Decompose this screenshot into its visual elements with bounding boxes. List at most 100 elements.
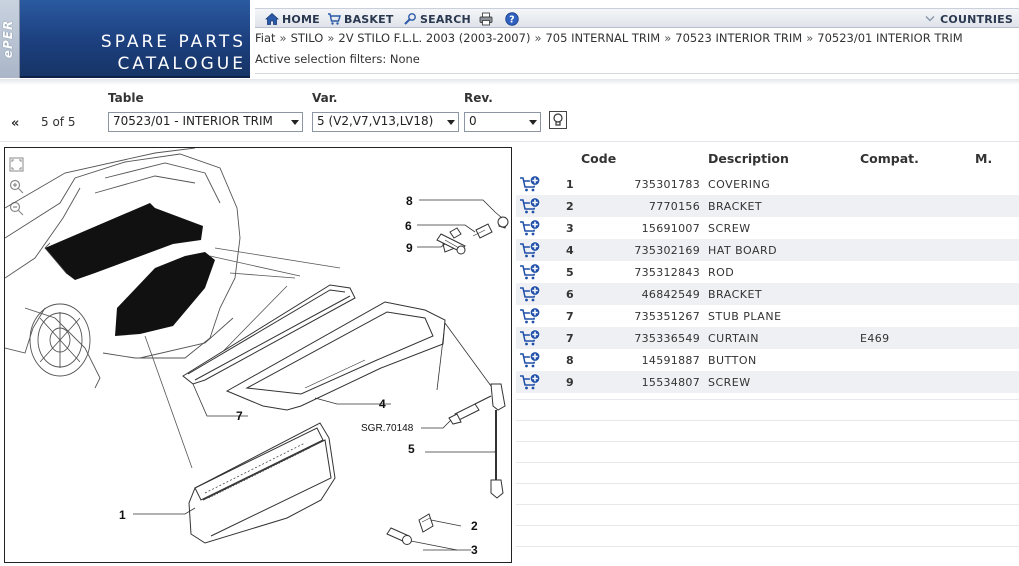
row-description: SCREW (708, 222, 751, 235)
row-position: 6 (566, 288, 574, 301)
row-position: 1 (566, 178, 574, 191)
variant-select[interactable]: 5 (V2,V7,V13,LV18) (312, 112, 459, 132)
column-header-code: Code (581, 151, 617, 166)
row-description: STUB PLANE (708, 310, 782, 323)
callout-numbers: 1 2 3 4 5 6 7 8 9 (119, 194, 478, 557)
add-to-basket-icon[interactable] (519, 351, 541, 369)
exploded-parts-drawing[interactable]: 1 2 3 4 5 6 7 8 9 SGR.70148 (4, 147, 512, 563)
breadcrumb-separator: » (806, 31, 814, 45)
print-button[interactable] (479, 11, 496, 27)
table-empty-gridline (516, 483, 1019, 484)
breadcrumb-separator: » (327, 31, 335, 45)
countries-dropdown[interactable]: COUNTRIES (925, 11, 1013, 27)
breadcrumb-item-make[interactable]: Fiat (255, 31, 276, 45)
table-row[interactable]: 3 15691007 SCREW (516, 217, 1019, 239)
table-row[interactable]: 1 735301783 COVERING (516, 173, 1019, 195)
table-row[interactable]: 7 735351267 STUB PLANE (516, 305, 1019, 327)
nav-home-link[interactable]: HOME (265, 11, 320, 27)
row-part-code[interactable]: 735336549 (634, 332, 700, 345)
callout-2[interactable]: 2 (471, 519, 478, 533)
add-to-basket-icon[interactable] (519, 197, 541, 215)
row-description: COVERING (708, 178, 771, 191)
callout-9[interactable]: 9 (406, 241, 413, 255)
row-part-code[interactable]: 735312843 (634, 266, 700, 279)
callout-5[interactable]: 5 (408, 442, 415, 456)
row-part-code[interactable]: 14591887 (641, 354, 700, 367)
table-empty-gridline (516, 420, 1019, 421)
row-part-code[interactable]: 735351267 (634, 310, 700, 323)
row-part-code[interactable]: 15534807 (641, 376, 700, 389)
breadcrumb-item-version[interactable]: 2V STILO F.L.L. 2003 (2003-2007) (338, 31, 531, 45)
rev-select-label: Rev. (464, 91, 493, 105)
drawing-reference-code: SGR.70148 (361, 423, 414, 434)
add-to-basket-icon[interactable] (519, 263, 541, 281)
search-icon (404, 13, 416, 25)
add-to-basket-icon[interactable] (519, 285, 541, 303)
cargo-cover-silhouette (115, 252, 215, 336)
add-to-basket-icon[interactable] (519, 373, 541, 391)
callout-7[interactable]: 7 (236, 409, 243, 423)
row-position: 7 (566, 310, 574, 323)
table-empty-gridline (516, 441, 1019, 442)
header-divider (255, 73, 1019, 74)
previous-table-button[interactable]: « (11, 116, 20, 131)
row-part-code[interactable]: 7770156 (648, 200, 700, 213)
table-select[interactable]: 70523/01 - INTERIOR TRIM (108, 112, 303, 132)
row-description: HAT BOARD (708, 244, 778, 257)
active-filters-text: Active selection filters: None (255, 52, 420, 66)
breadcrumb: Fiat»STILO»2V STILO F.L.L. 2003 (2003-20… (255, 31, 1019, 49)
rod-part (490, 383, 506, 499)
callout-1[interactable]: 1 (119, 508, 126, 522)
callout-4[interactable]: 4 (379, 397, 386, 411)
add-to-basket-icon[interactable] (519, 241, 541, 259)
row-part-code[interactable]: 15691007 (641, 222, 700, 235)
breadcrumb-item-subgroup[interactable]: 70523 INTERIOR TRIM (675, 31, 803, 45)
nav-search-link[interactable]: SEARCH (403, 11, 471, 27)
callout-8[interactable]: 8 (406, 194, 413, 208)
selector-row-divider (0, 141, 1019, 142)
row-description: SCREW (708, 376, 751, 389)
add-to-basket-icon[interactable] (519, 219, 541, 237)
variant-select-value: 5 (V2,V7,V13,LV18) (317, 114, 434, 128)
help-button[interactable]: ? (505, 11, 522, 27)
car-outline (5, 148, 241, 389)
table-row[interactable]: 9 15534807 SCREW (516, 371, 1019, 393)
callout-6[interactable]: 6 (405, 219, 412, 233)
breadcrumb-item-group[interactable]: 705 INTERNAL TRIM (545, 31, 661, 45)
callout-3[interactable]: 3 (471, 543, 478, 557)
nav-basket-link[interactable]: BASKET (327, 11, 394, 27)
table-empty-gridline (516, 399, 1019, 400)
add-to-basket-icon[interactable] (519, 175, 541, 193)
nav-countries-label: COUNTRIES (940, 12, 1013, 26)
row-part-code[interactable]: 735301783 (634, 178, 700, 191)
row-position: 8 (566, 354, 574, 367)
row-position: 3 (566, 222, 574, 235)
nav-basket-label: BASKET (344, 12, 394, 26)
logo-title-line2: CATALOGUE (117, 54, 246, 74)
row-position: 9 (566, 376, 574, 389)
hat-board-silhouette (45, 203, 203, 280)
add-to-basket-icon[interactable] (519, 329, 541, 347)
row-description: BRACKET (708, 288, 763, 301)
row-description: BRACKET (708, 200, 763, 213)
fit-view-icon[interactable] (9, 157, 24, 172)
revision-select[interactable]: 0 (464, 112, 541, 132)
add-to-basket-icon[interactable] (519, 307, 541, 325)
nav-home-label: HOME (282, 12, 320, 26)
table-row[interactable]: 6 46842549 BRACKET (516, 283, 1019, 305)
lightbulb-info-icon[interactable] (549, 111, 567, 129)
basket-icon (328, 13, 341, 25)
row-part-code[interactable]: 735302169 (634, 244, 700, 257)
logo-title-line1: SPARE PARTS (100, 32, 246, 52)
table-pager-text: 5 of 5 (41, 115, 76, 129)
breadcrumb-item-model[interactable]: STILO (290, 31, 324, 45)
row-part-code[interactable]: 46842549 (641, 288, 700, 301)
top-navigation-bar: HOME BASKET SEARCH ? COUNTRIES (255, 8, 1019, 28)
zoom-in-icon[interactable] (9, 179, 24, 194)
spare-parts-logo[interactable]: ePER SPARE PARTS CATALOGUE (0, 0, 250, 78)
